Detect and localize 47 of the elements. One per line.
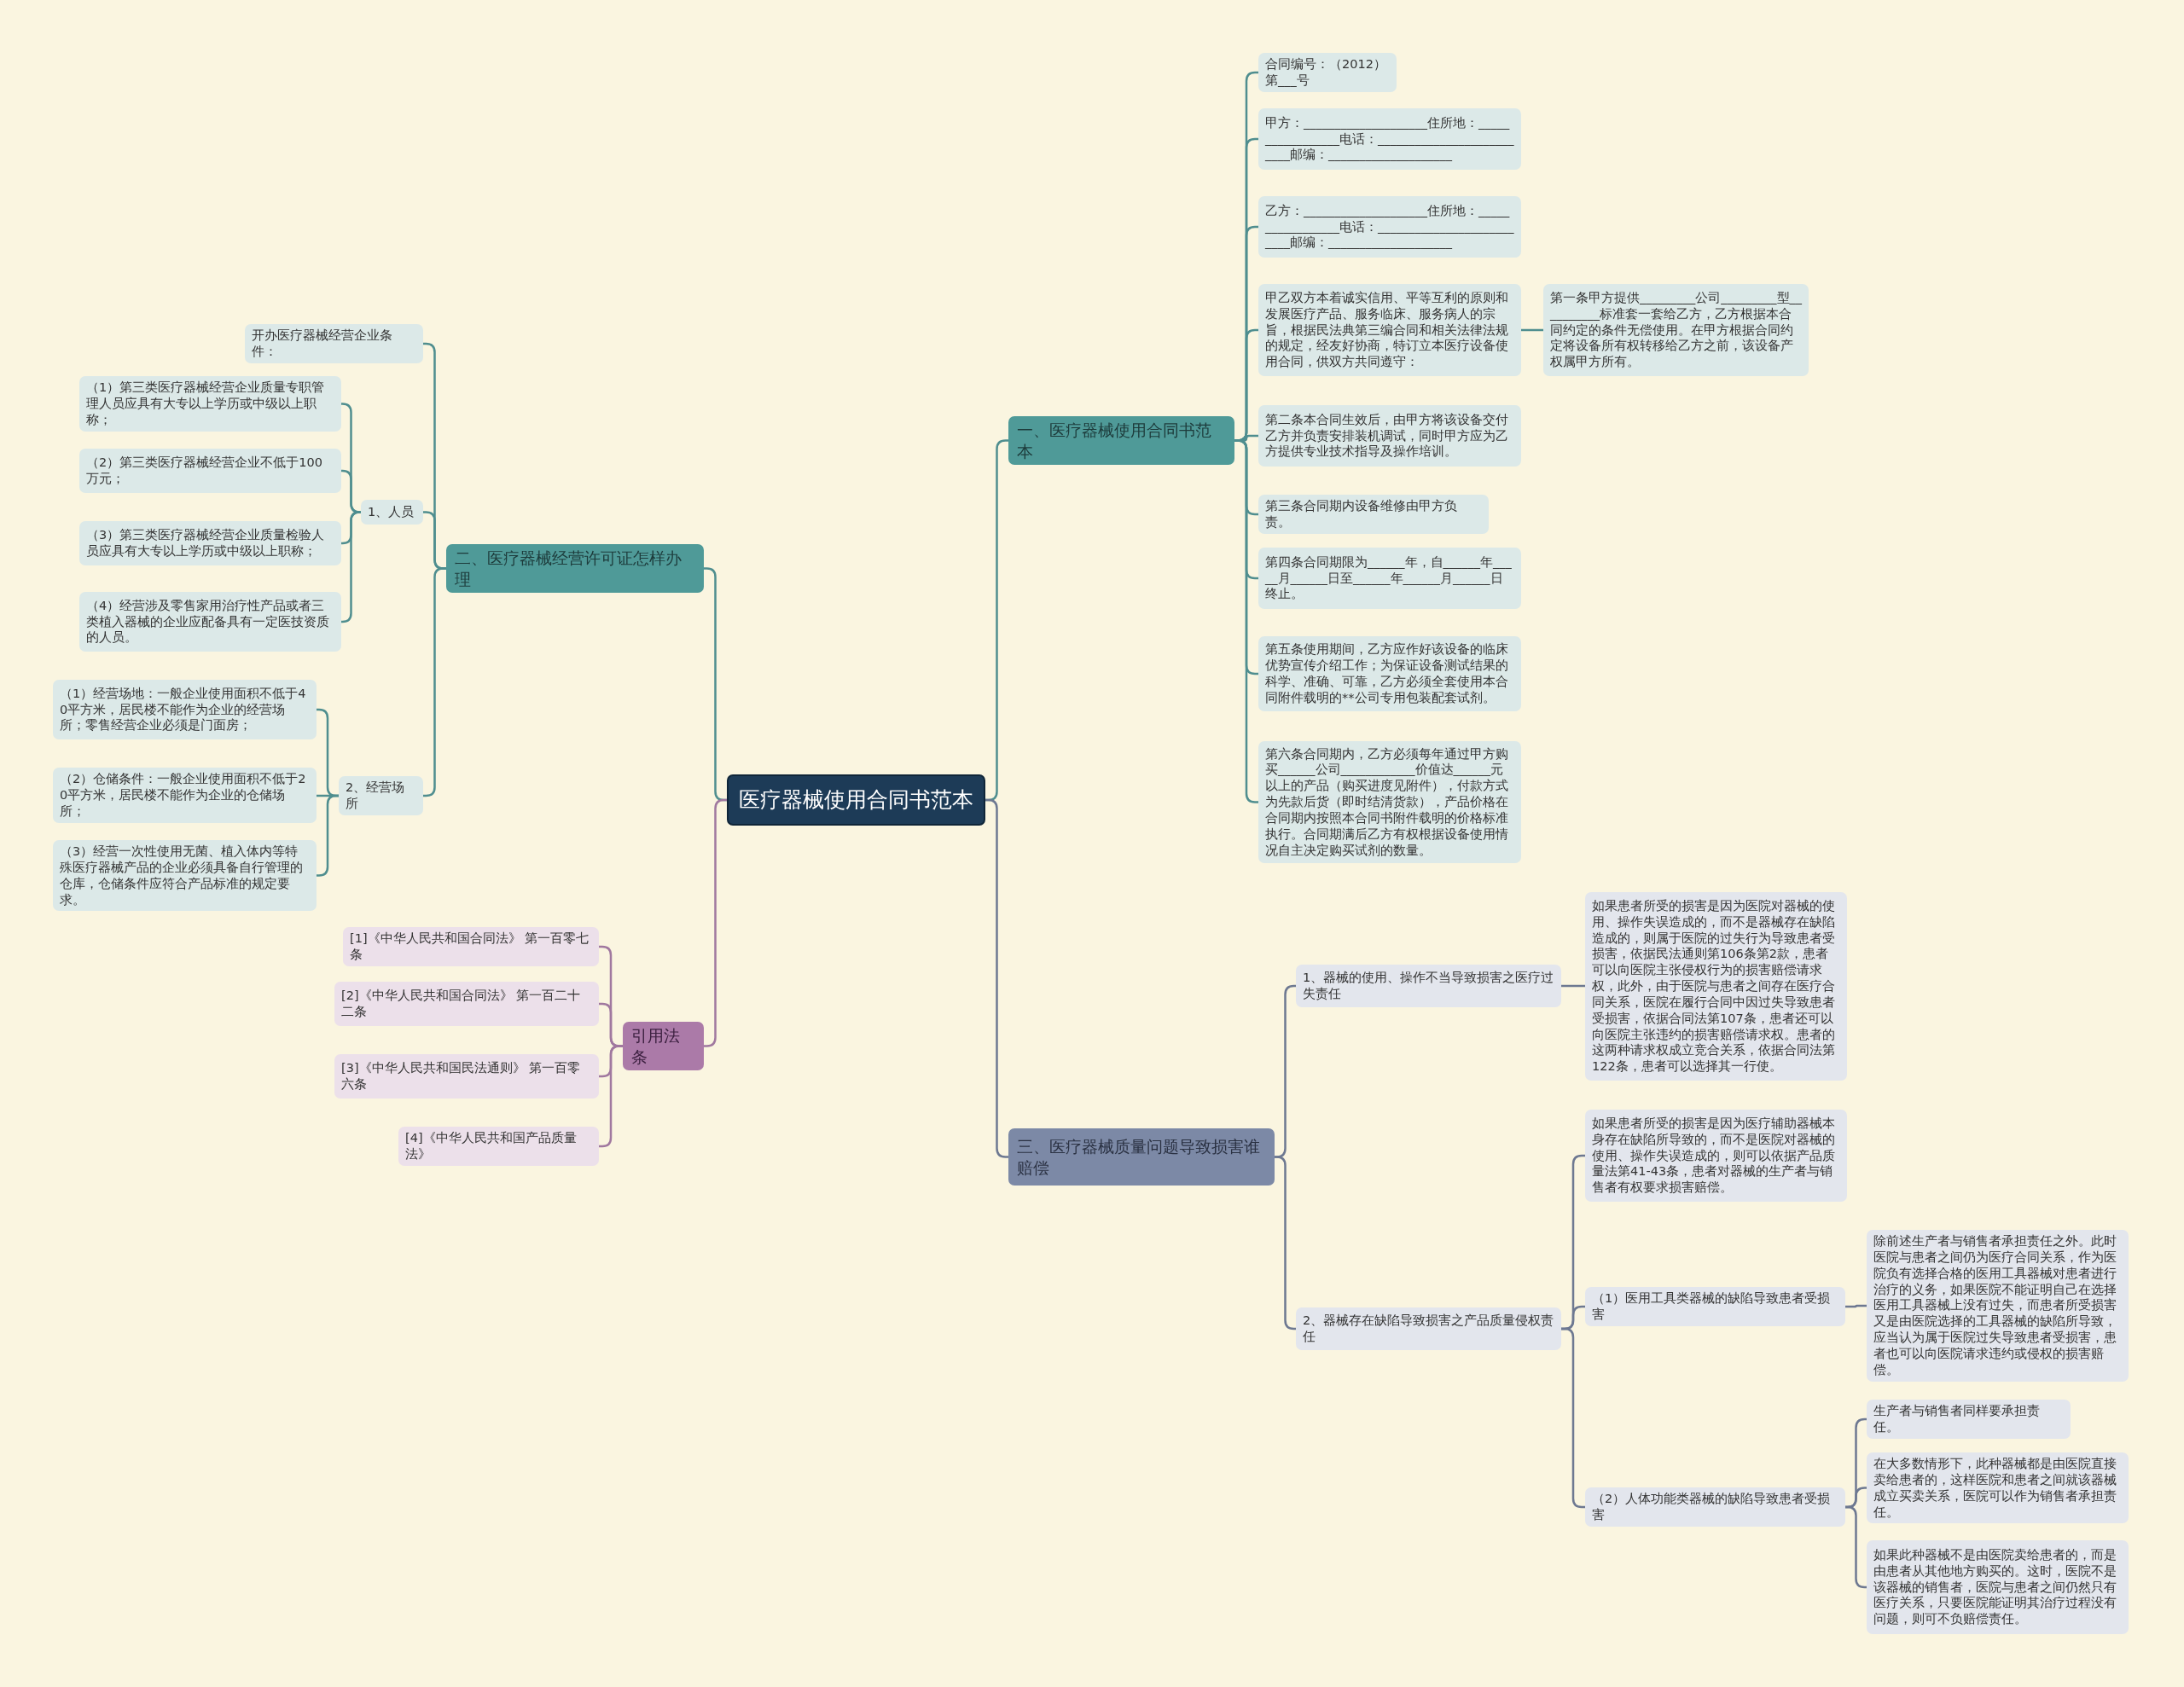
branch-topic: 引用法条 bbox=[623, 1022, 704, 1071]
topic-box: [3]《中华人民共和国民法通则》 第一百零六条 bbox=[334, 1054, 599, 1099]
connector-line bbox=[1845, 1505, 1867, 1589]
topic-box: （2）人体功能类器械的缺陷导致患者受损害 bbox=[1585, 1487, 1845, 1527]
topic-box: 第六条合同期内，乙方必须每年通过甲方购买______公司____________价值达______元以上的产品（购买进度见附件），付款方式为先款后货（即时结清货款），产品价格在合同期内按照本合同书附件载明的价格标准执行。合同期满后乙方有权根据设备使用情况自主决定购买试剂的数量。 bbox=[1258, 741, 1521, 863]
topic-box: 第一条甲方提供_________公司_________型__________标准套一套给乙方，乙方根据本合同约定的条件无偿使用。在甲方根据合同约定将设备所有权转移给乙方之前，该设备产权属甲方所有。 bbox=[1543, 284, 1809, 376]
topic-box: （3）第三类医疗器械经营企业质量检验人员应具有大专以上学历或中级以上职称； bbox=[79, 521, 341, 565]
connector-line bbox=[1561, 1327, 1585, 1509]
topic-box: 2、经营场所 bbox=[339, 776, 423, 815]
topic-box: 如果患者所受的损害是因为医院对器械的使用、操作失误造成的，而不是器械存在缺陷造成的，则属于医院的过失行为导致患者受损害，依据民法通则第106条第2款，患者可以向医院主张侵权行为的损害赔偿请求权，此外，由于医院与患者之间存在医疗合同关系，医院在履行合同中因过失导致患者受损害，依据合同法第107条，患者还可以向医院主张违约的损害赔偿请求权。患者的这两种请求权成立竞合关系，依据合同法第122条，患者可以选择其一行使。 bbox=[1585, 892, 1847, 1081]
topic-box: （2）第三类医疗器械经营企业不低于100万元； bbox=[79, 449, 341, 493]
topic-box: 合同编号：（2012）第___号 bbox=[1258, 53, 1397, 92]
topic-box: （2）仓储条件：一般企业使用面积不低于20平方米，居民楼不能作为企业的仓储场所； bbox=[53, 768, 317, 823]
topic-box: [2]《中华人民共和国合同法》 第一百二十二条 bbox=[334, 982, 599, 1026]
topic-box: 甲方：____________________住所地：_________________电话：__________________________邮编：____________________ bbox=[1258, 108, 1521, 170]
topic-box: （1）医用工具类器械的缺陷导致患者受损害 bbox=[1585, 1287, 1845, 1326]
topic-box: （4）经营涉及零售家用治疗性产品或者三类植入器械的企业应配备具有一定医技资质的人员。 bbox=[79, 592, 341, 652]
connector-line bbox=[1275, 1156, 1296, 1330]
topic-box: 2、器械存在缺陷导致损害之产品质量侵权责任 bbox=[1296, 1307, 1561, 1350]
topic-box: 甲乙双方本着诚实信用、平等互利的原则和发展医疗产品、服务临床、服务病人的宗旨，根据民法典第三编合同和相关法律法规的规定，经友好协商，特订立本医疗设备使用合同，供双方共同遵守： bbox=[1258, 284, 1521, 376]
topic-box: [4]《中华人民共和国产品质量法》 bbox=[398, 1127, 599, 1166]
branch-topic: 一、医疗器械使用合同书范本 bbox=[1008, 416, 1234, 466]
connector-line bbox=[599, 1045, 623, 1148]
connector-line bbox=[1845, 1304, 1867, 1308]
topic-box: 第五条使用期间，乙方应作好该设备的临床优势宣传介绍工作；为保证设备测试结果的科学、准确、可靠，乙方必须全套使用本合同附件载明的**公司专用包装配套试剂。 bbox=[1258, 636, 1521, 711]
topic-box: 如果此种器械不是由医院卖给患者的，而是由患者从其他地方购买的。这时，医院不是该器械的销售者，医院与患者之间仍然只有医疗关系，只要医院能证明其治疗过程没有问题，则可不负赔偿责任。 bbox=[1867, 1540, 2129, 1634]
branch-topic: 二、医疗器械经营许可证怎样办理 bbox=[446, 544, 704, 594]
topic-box: 开办医疗器械经营企业条件： bbox=[245, 324, 423, 363]
connector-line bbox=[1561, 984, 1585, 988]
topic-box: 在大多数情形下，此种器械都是由医院直接卖给患者的，这样医院和患者之间就该器械成立买卖关系，医院可以作为销售者承担责任。 bbox=[1867, 1452, 2129, 1524]
topic-box: 如果患者所受的损害是因为医疗辅助器械本身存在缺陷所导致的，而不是医院对器械的使用、操作失误造成的，则可以依据产品质量法第41-43条，患者对器械的生产者与销售者有权要求损害赔偿。 bbox=[1585, 1110, 1847, 1202]
topic-box: [1]《中华人民共和国合同法》 第一百零七条 bbox=[343, 927, 599, 966]
connector-line bbox=[317, 794, 339, 877]
topic-box: 乙方：____________________住所地：_________________电话：__________________________邮编：____________________ bbox=[1258, 196, 1521, 258]
topic-box: 第二条本合同生效后，由甲方将该设备交付乙方并负责安排装机调试，同时甲方应为乙方提供专业技术指导及操作培训。 bbox=[1258, 405, 1521, 467]
connector-line bbox=[1521, 328, 1543, 332]
topic-box: 第四条合同期限为______年，自______年_____月______日至______年______月______日终止。 bbox=[1258, 548, 1521, 609]
central-topic: 医疗器械使用合同书范本 bbox=[727, 774, 985, 826]
topic-box: 第三条合同期内设备维修由甲方负责。 bbox=[1258, 495, 1489, 534]
topic-box: （1）经营场地：一般企业使用面积不低于40平方米，居民楼不能作为企业的经营场所；零售经营企业必须是门面房； bbox=[53, 680, 317, 739]
topic-box: （1）第三类医疗器械经营企业质量专职管理人员应具有大专以上学历或中级以上职称； bbox=[79, 376, 341, 432]
branch-topic: 三、医疗器械质量问题导致损害谁赔偿 bbox=[1008, 1128, 1275, 1186]
topic-box: 1、器械的使用、操作不当导致损害之医疗过失责任 bbox=[1296, 965, 1561, 1007]
topic-box: （3）经营一次性使用无菌、植入体内等特殊医疗器械产品的企业必须具备自行管理的仓库，仓储条件应符合产品标准的规定要求。 bbox=[53, 840, 317, 912]
topic-box: 1、人员 bbox=[361, 500, 423, 525]
topic-box: 除前述生产者与销售者承担责任之外。此时医院与患者之间仍为医疗合同关系，作为医院负有选择合格的医用工具器械对患者进行治疗的义务，如果医院不能证明自己在选择医用工具器械上没有过失，而患者所受损害又是由医院选择的工具器械的缺陷所导致，应当认为属于医院过失导致患者受损害，患者也可以向医院请求违约或侵权的损害赔偿。 bbox=[1867, 1230, 2129, 1382]
topic-box: 生产者与销售者同样要承担责任。 bbox=[1867, 1400, 2071, 1439]
